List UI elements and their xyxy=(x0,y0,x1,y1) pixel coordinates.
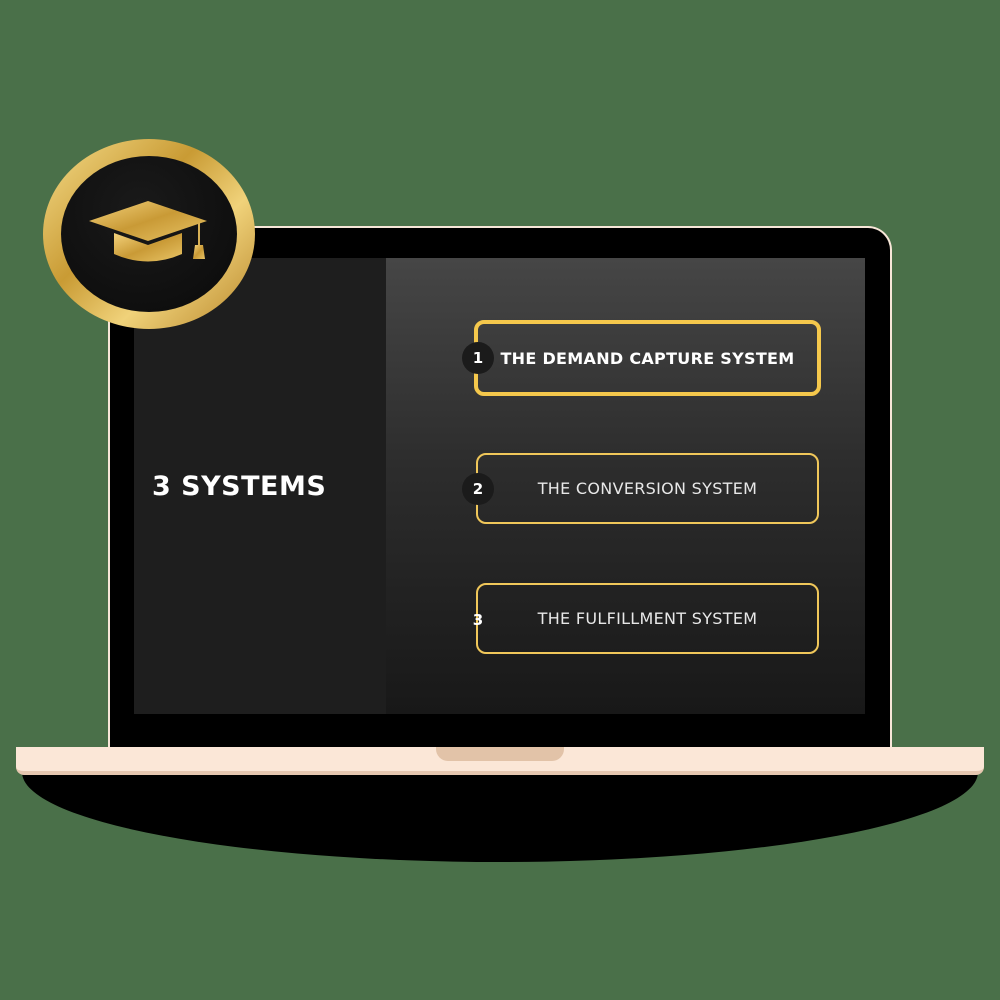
system-item-fulfillment[interactable]: THE FULFILLMENT SYSTEM xyxy=(476,583,819,654)
system-item-label: THE FULFILLMENT SYSTEM xyxy=(537,609,758,628)
step-number-badge: 1 xyxy=(462,342,494,374)
medal-center xyxy=(61,156,237,312)
system-item-label: THE CONVERSION SYSTEM xyxy=(537,479,758,498)
section-title: 3 SYSTEMS xyxy=(152,470,327,502)
course-medal-badge xyxy=(43,139,255,329)
system-item-demand-capture[interactable]: THE DEMAND CAPTURE SYSTEM xyxy=(474,320,821,396)
laptop-notch xyxy=(436,747,564,761)
step-number-badge: 3 xyxy=(472,611,484,629)
right-panel: THE DEMAND CAPTURE SYSTEM 1 THE CONVERSI… xyxy=(386,258,865,714)
step-number-badge: 2 xyxy=(462,473,494,505)
laptop-screen: 3 SYSTEMS THE DEMAND CAPTURE SYSTEM 1 TH… xyxy=(134,258,865,714)
system-item-label: THE DEMAND CAPTURE SYSTEM xyxy=(500,348,795,368)
left-panel: 3 SYSTEMS xyxy=(134,258,386,714)
laptop-shadow xyxy=(22,772,978,862)
system-item-conversion[interactable]: THE CONVERSION SYSTEM xyxy=(476,453,819,524)
graduation-cap-icon xyxy=(89,201,207,262)
